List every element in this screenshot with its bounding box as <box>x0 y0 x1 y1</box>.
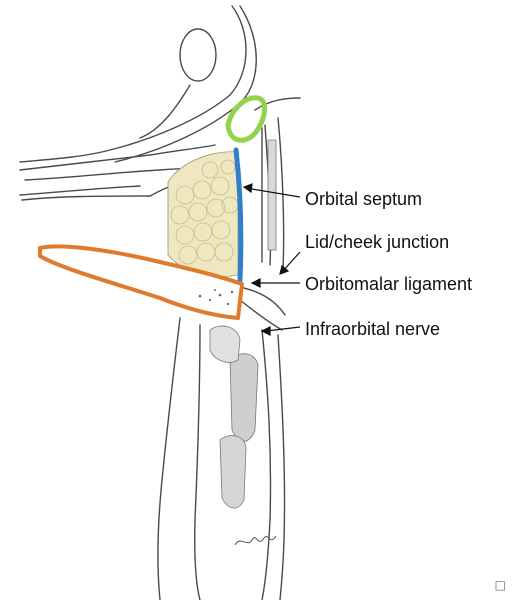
label-infraorbital-nerve: Infraorbital nerve <box>305 319 441 339</box>
corner-logo-icon: □ <box>494 578 506 592</box>
orbital-fat <box>167 151 239 277</box>
label-lid-cheek-junction: Lid/cheek junction <box>305 232 450 252</box>
leader-lines <box>242 183 301 336</box>
label-orbitomalar-ligament: Orbitomalar ligament <box>305 274 473 294</box>
label-orbital-septum: Orbital septum <box>305 189 423 209</box>
artist-signature <box>234 535 277 546</box>
orange-structure <box>38 244 244 320</box>
shaded-tissue <box>209 139 277 509</box>
orbital-septum-line <box>233 147 244 283</box>
orange-structure-texture <box>198 289 234 306</box>
green-structure <box>225 95 267 143</box>
